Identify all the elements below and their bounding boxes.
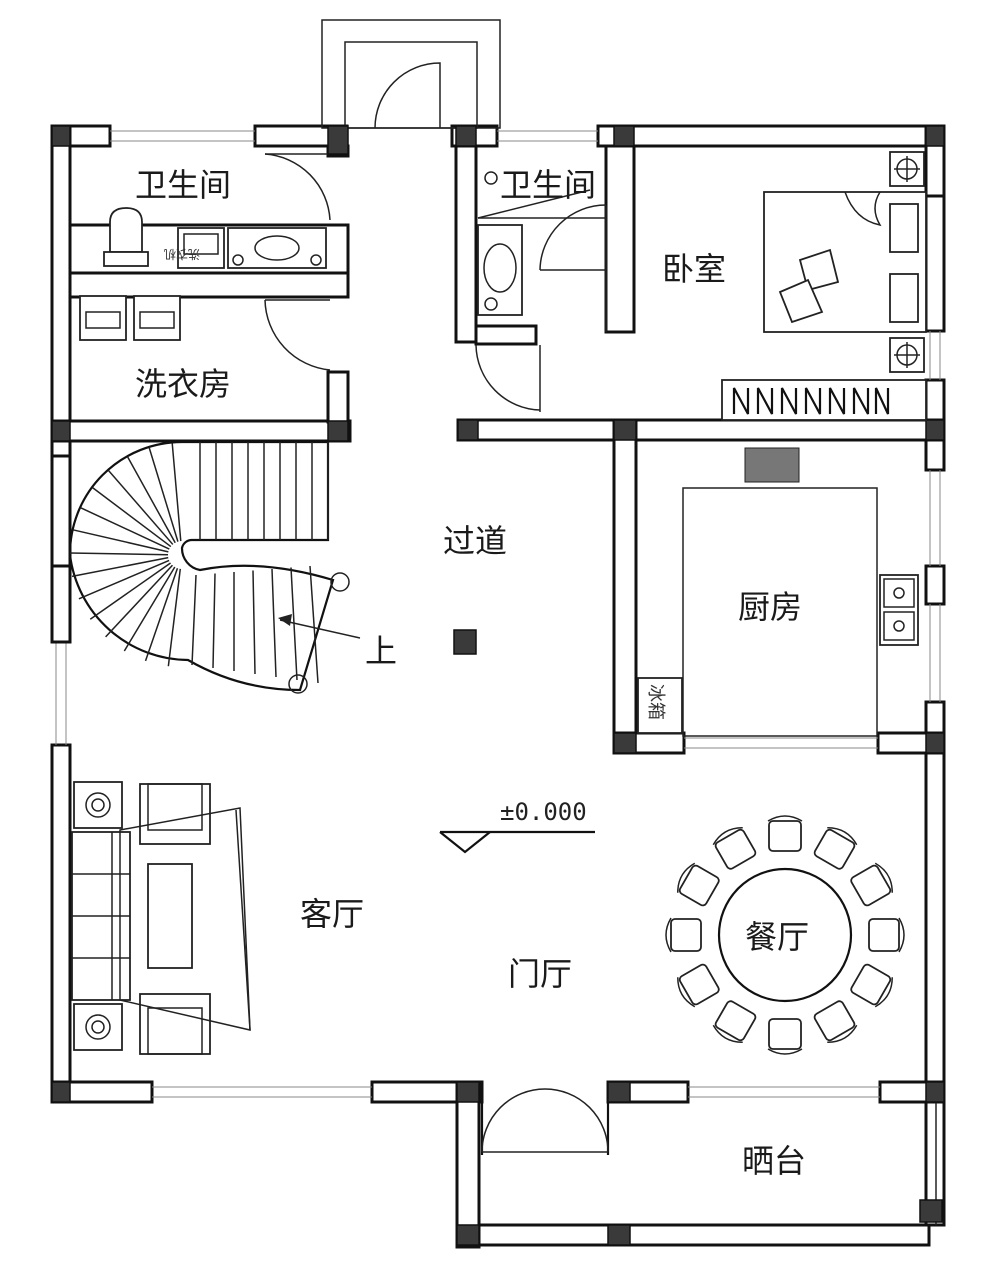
room-label-living-room: 客厅 <box>300 895 364 933</box>
kitchen-fixtures <box>637 447 919 737</box>
dining-table <box>665 815 905 1055</box>
doors <box>264 153 607 412</box>
room-label-bedroom: 卧室 <box>662 250 726 288</box>
room-label-foyer: 门厅 <box>508 955 572 993</box>
room-label-bathroom-left: 卫生间 <box>135 166 231 204</box>
laundry-fixtures <box>79 295 181 341</box>
fridge-label: 冰箱 <box>645 684 666 720</box>
washer-label: 洗衣机 <box>164 247 200 262</box>
stair-up-label: 上 <box>365 632 397 670</box>
left-bathroom-fixtures <box>103 207 327 269</box>
elevation-marker <box>439 830 595 854</box>
room-label-dining-room: 餐厅 <box>745 918 809 956</box>
elevation-label: ±0.000 <box>500 798 587 826</box>
structural-columns <box>51 125 945 1246</box>
bedroom-furniture <box>721 151 927 421</box>
right-bathroom-fixtures <box>477 171 523 316</box>
room-label-laundry: 洗衣房 <box>135 365 231 403</box>
spiral-staircase <box>68 440 361 694</box>
room-label-corridor: 过道 <box>443 522 507 560</box>
terrace-outline <box>455 1080 946 1249</box>
rear-entrance-bay <box>321 19 501 129</box>
room-label-terrace: 晒台 <box>742 1142 806 1180</box>
room-label-bathroom-right: 卫生间 <box>500 166 596 204</box>
room-label-kitchen: 厨房 <box>738 588 802 626</box>
living-room-furniture <box>71 781 251 1055</box>
